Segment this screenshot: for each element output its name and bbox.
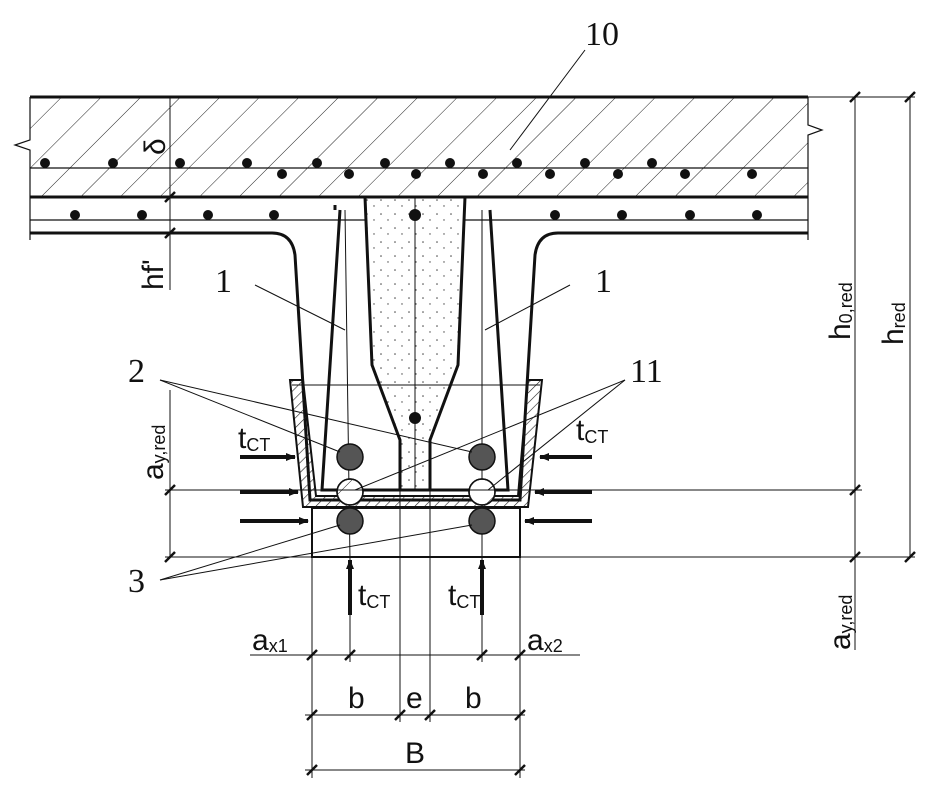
callout-2: 2 xyxy=(128,353,145,390)
leader-lines xyxy=(159,49,626,581)
h-red-label: hred xyxy=(877,302,910,345)
callout-1-left: 1 xyxy=(215,263,232,300)
tct-left-label: tCT xyxy=(238,422,270,455)
force-arrows xyxy=(240,453,592,615)
e-label: e xyxy=(406,682,423,715)
ax1-label: ax1 xyxy=(252,624,288,657)
callout-10: 10 xyxy=(585,16,619,53)
dimension-lines xyxy=(164,91,916,778)
rebar-dots xyxy=(40,158,762,220)
hf-label: hf' xyxy=(137,259,170,290)
callout-1-right: 1 xyxy=(595,263,612,300)
callout-11: 11 xyxy=(630,353,663,390)
callout-3: 3 xyxy=(128,563,145,600)
ay-red-left-label: ay,red xyxy=(137,425,170,480)
ax2-label: ax2 xyxy=(527,624,563,657)
delta-label: δ xyxy=(139,138,172,155)
ay-red-right-label: ay,red xyxy=(824,595,857,650)
h0-red-label: h0,red xyxy=(824,282,857,340)
tct-bottom-right-label: tCT xyxy=(448,579,480,612)
tct-bottom-left-label: tCT xyxy=(358,579,390,612)
B-label: B xyxy=(405,737,425,770)
b-left-label: b xyxy=(348,682,365,715)
b-right-label: b xyxy=(465,682,482,715)
tct-right-label: tCT xyxy=(576,414,608,447)
rebars xyxy=(336,443,496,535)
